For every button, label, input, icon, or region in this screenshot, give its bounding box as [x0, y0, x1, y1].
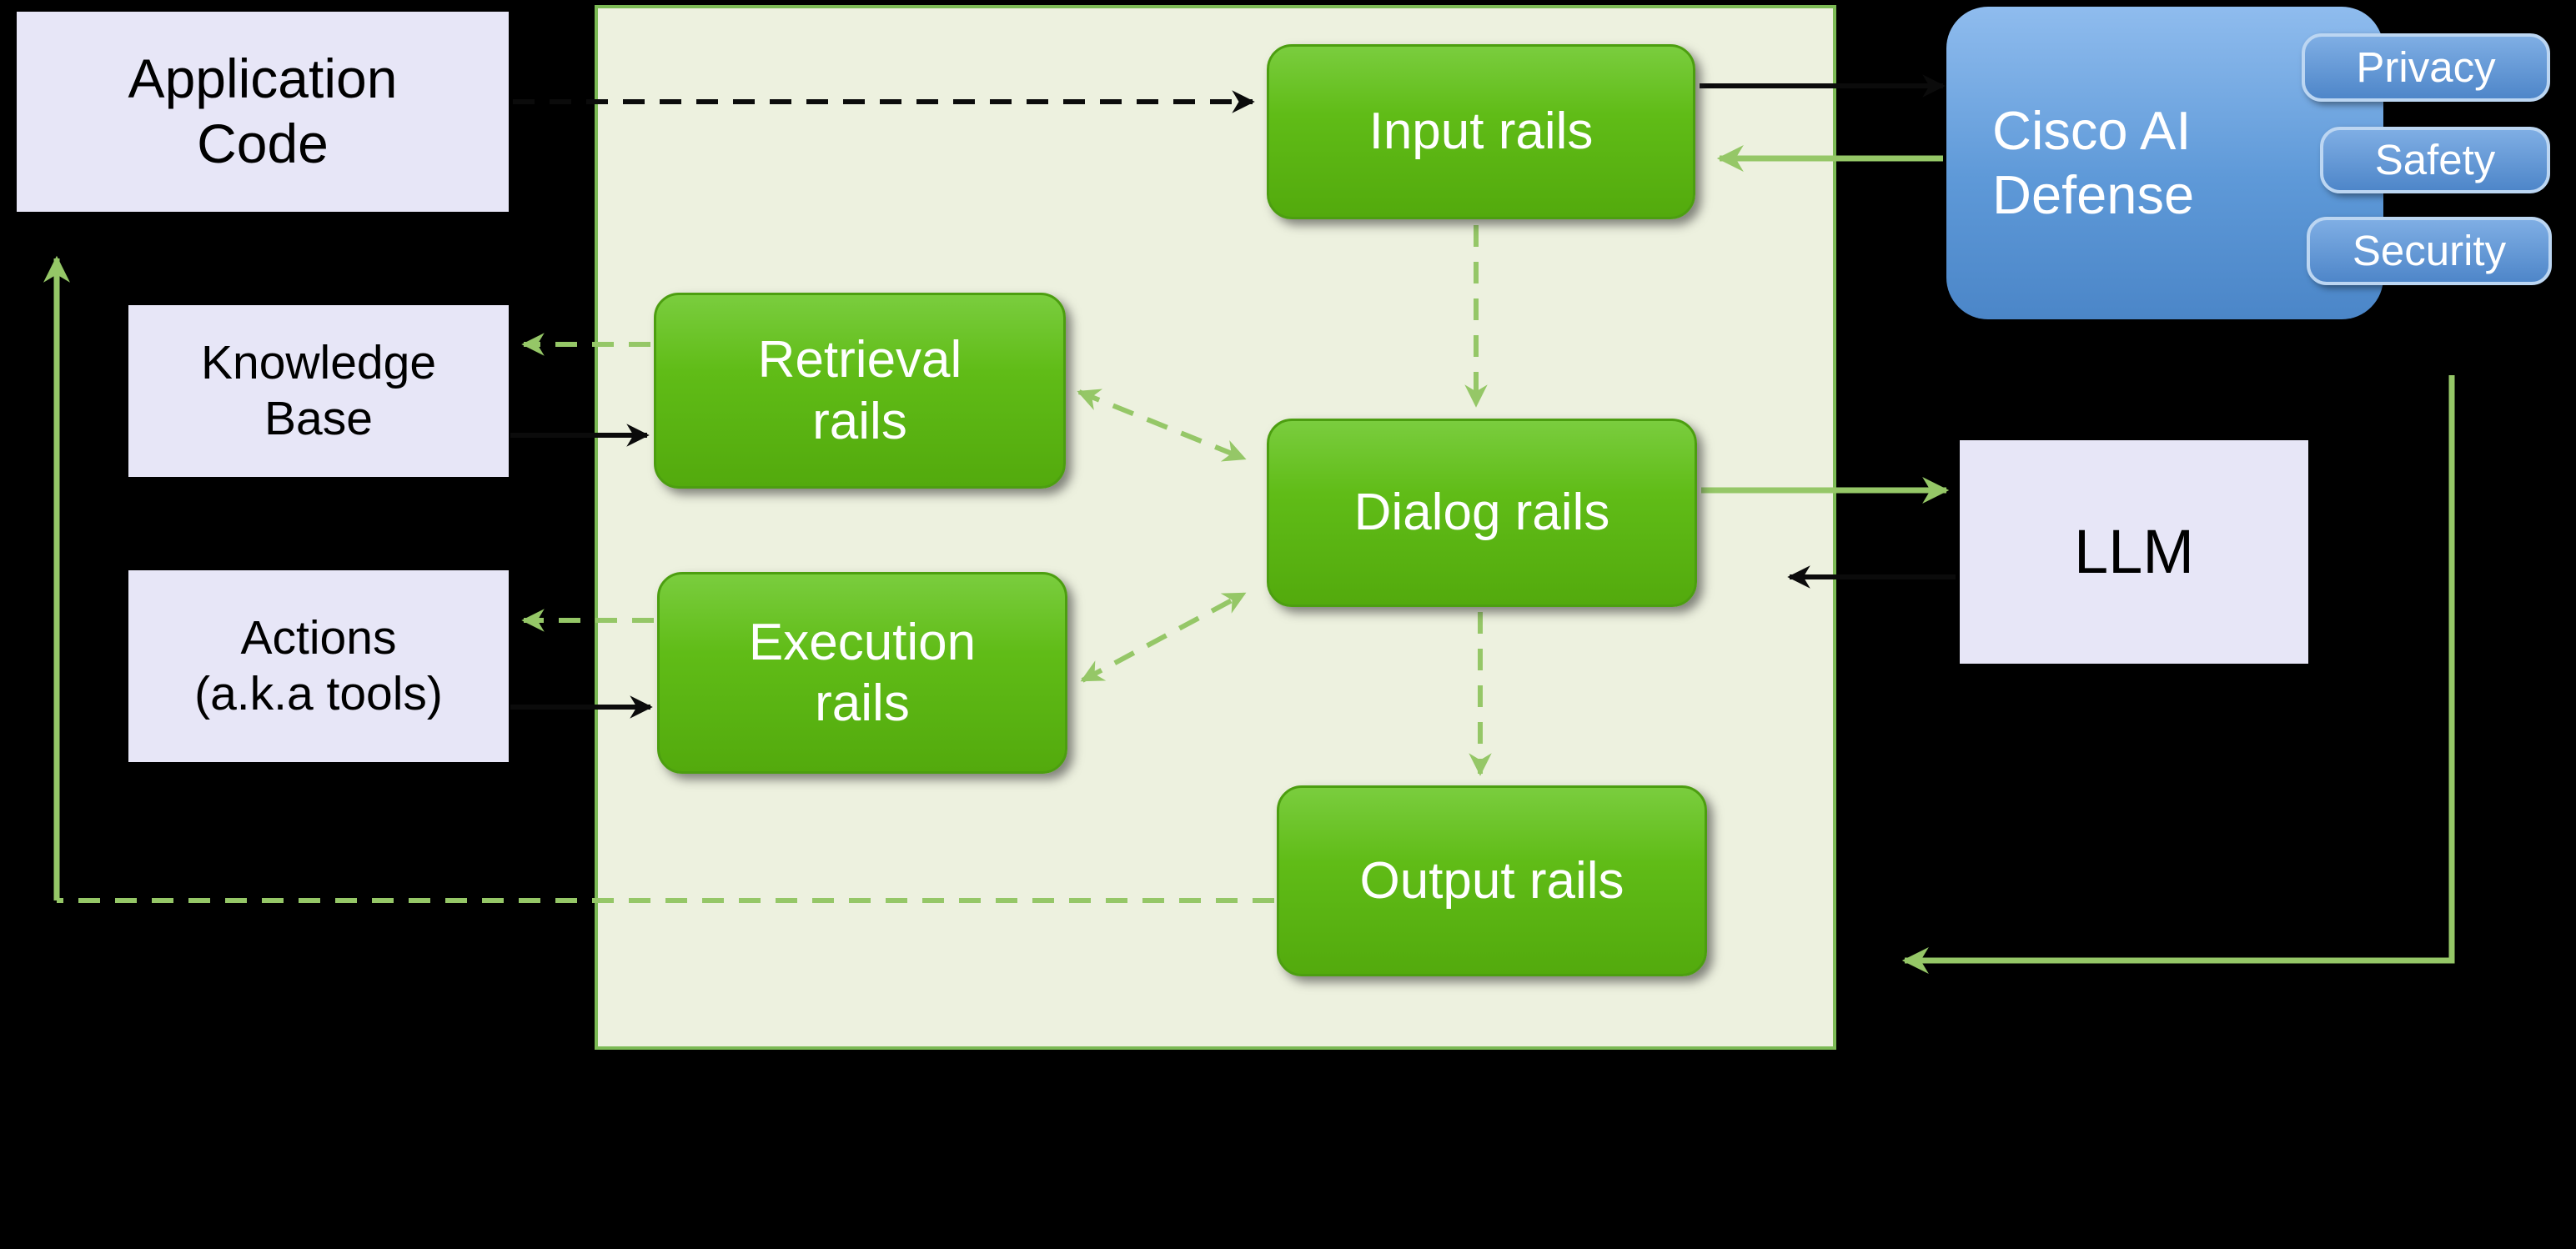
edge-cisco-output-loop [1901, 375, 2455, 975]
execution-rails-box: Execution rails [657, 572, 1067, 774]
output-rails-box: Output rails [1277, 785, 1707, 976]
edge-retrievalrails-dialograils [1077, 389, 1247, 462]
knowledge-base-box: Knowledge Base [128, 305, 509, 477]
privacy-chip: Privacy [2302, 33, 2550, 102]
security-chip: Security [2307, 217, 2552, 285]
dialog-rails-box: Dialog rails [1267, 419, 1697, 607]
retrieval-rails-box: Retrieval rails [654, 293, 1066, 489]
edge-executionrails-dialograils [1080, 591, 1247, 683]
safety-chip: Safety [2320, 127, 2550, 193]
actions-box: Actions (a.k.a tools) [128, 570, 509, 762]
input-rails-box: Input rails [1267, 44, 1695, 219]
llm-box: LLM [1960, 440, 2308, 664]
application-code-box: Application Code [17, 12, 509, 212]
